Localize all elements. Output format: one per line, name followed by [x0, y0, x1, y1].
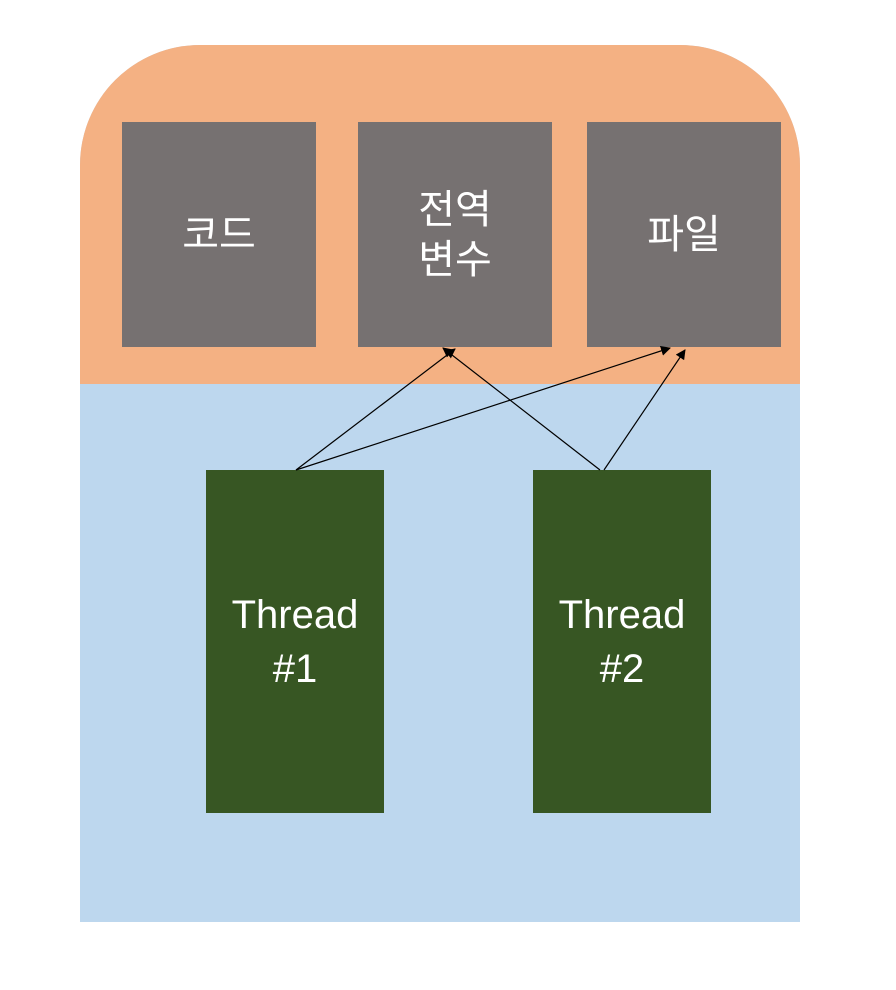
shared-resources-region: 코드 전역 변수 파일: [80, 45, 800, 384]
resource-code-box: 코드: [122, 122, 316, 347]
thread-1-box: Thread #1: [206, 470, 384, 813]
resource-file-box: 파일: [587, 122, 781, 347]
resource-globals-box: 전역 변수: [358, 122, 552, 347]
thread-2-box: Thread #2: [533, 470, 711, 813]
process-container: 코드 전역 변수 파일 Thread #1 Thread #2: [80, 45, 800, 922]
